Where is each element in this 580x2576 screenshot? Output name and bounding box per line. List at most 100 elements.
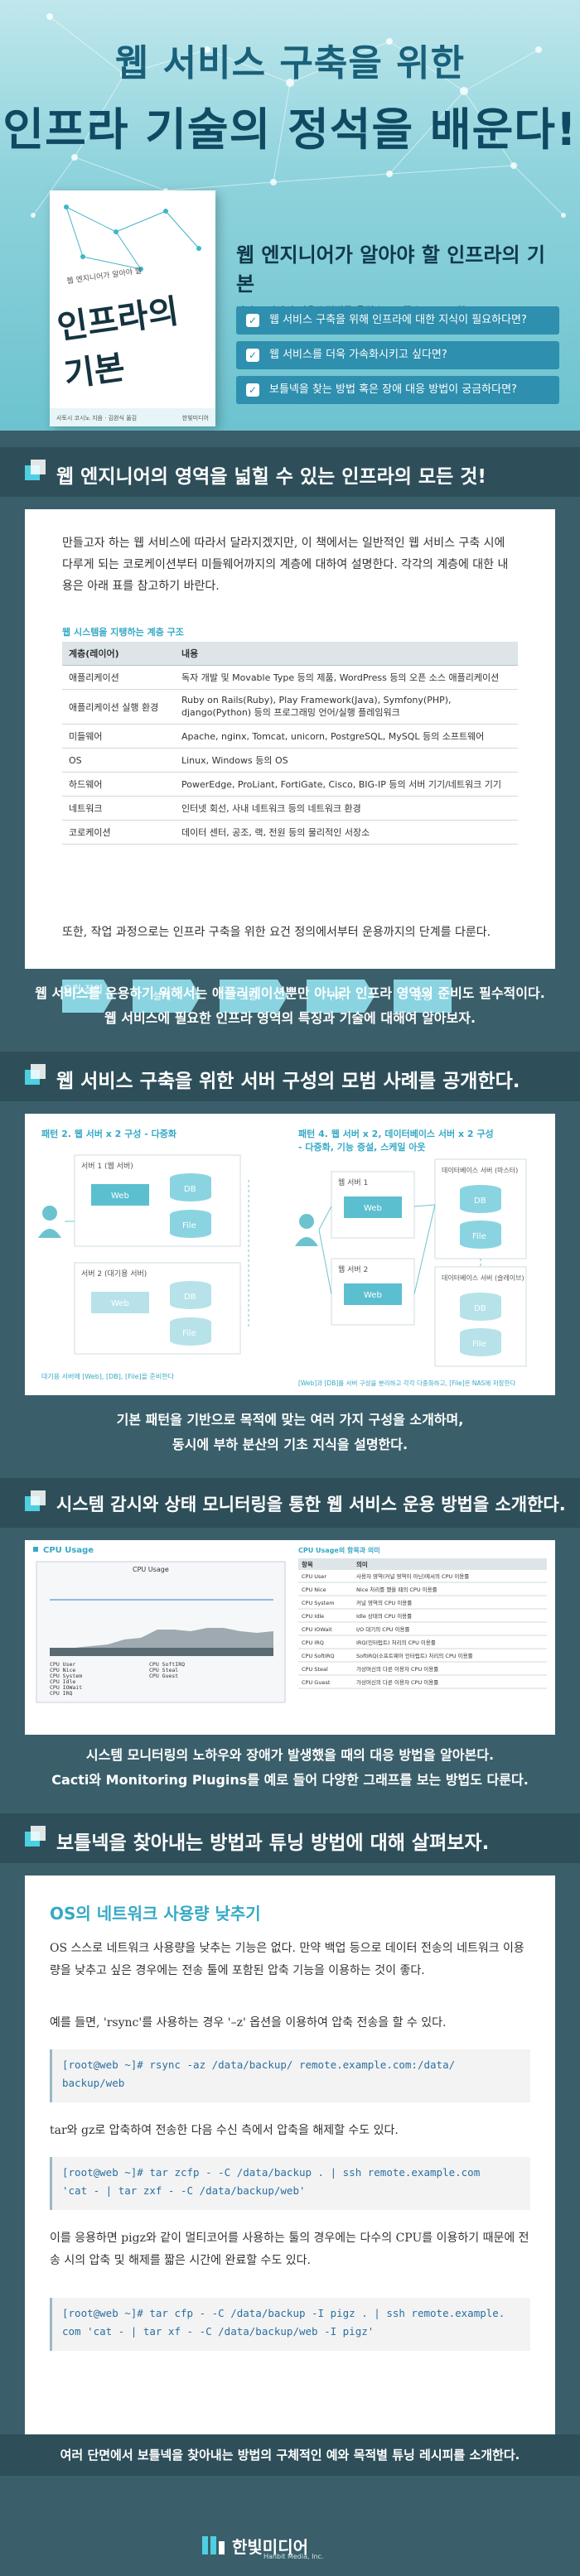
hero-title-line1: 웹 서비스 구축을 위한: [114, 42, 466, 84]
code-line: 'cat - | tar zxf - -C /data/backup/web': [62, 2184, 306, 2197]
web-label: Web: [364, 1291, 382, 1300]
db-slave-box: [434, 1266, 527, 1367]
db-label: DB: [474, 1197, 486, 1206]
server2-label: 서버 2 (대기용 서버): [81, 1269, 147, 1278]
server2-box: [74, 1262, 241, 1355]
hero-banner: 웹 서비스 구축을 위한 인프라 기술의 정석을 배운다! 웹 엔지니어가 알아…: [0, 0, 580, 431]
table-cell: CPU Steal: [302, 1666, 328, 1673]
check-text: 웹 서비스를 더욱 가속화시키고 싶다면?: [269, 349, 447, 361]
database-icon: [170, 1210, 211, 1238]
table-cell: Idle 상태의 CPU 이용률: [356, 1612, 412, 1620]
server1-label: 서버 1 (웹 서버): [81, 1162, 133, 1171]
code-line: [root@web ~]# tar zcfp - -C /data/backup…: [62, 2166, 481, 2179]
cube-icon: [31, 1490, 46, 1505]
database-icon: [170, 1281, 211, 1309]
book-footer: 사토시 코시노 지음 · 김완식 옮김 한빛미디어: [50, 408, 215, 426]
caption-line: Cacti와 Monitoring Plugins를 예로 들어 다양한 그래프…: [51, 1772, 529, 1788]
database-icon: [170, 1317, 211, 1346]
table-cell: CPU Nice: [302, 1587, 326, 1593]
legend-item: CPU System: [50, 1673, 82, 1679]
book-headline: 웹 엔지니어가 알아야 할 인프라의 기본: [236, 243, 545, 296]
book-info: 웹 엔지니어가 알아야 할 인프라의 기본 바바 도시아키 지음 | 김범국 옮…: [236, 238, 559, 317]
arrow-right-icon: [365, 980, 375, 1013]
section3-caption: 시스템 모니터링의 노하우와 장애가 발생했을 때의 대응 방법을 알아본다. …: [0, 1743, 580, 1793]
flow-step: 요건 정의: [62, 980, 104, 1013]
table-cell: Nice 처리를 했을 때의 CPU 이용률: [356, 1586, 437, 1593]
table-cell: Ruby on Rails(Ruby), Play Framework(Java…: [175, 689, 518, 725]
web-node: [91, 1184, 149, 1206]
table-cell: CPU System: [302, 1600, 335, 1606]
web-node: [344, 1283, 402, 1305]
section1-caption: 웹 서비스를 운용하기 위해서는 애플리케이션뿐만 아니라 인프라 영역의 준비…: [0, 981, 580, 1031]
publisher-logo-icon: [202, 2536, 225, 2554]
code-block: [root@web ~]# tar zcfp - -C /data/backup…: [50, 2157, 530, 2210]
process-flow: 요건 정의 설계 조달 구축 운용: [0, 509, 580, 1013]
table-cell: SoftIRQ(소프트웨어 인터럽트) 처리의 CPU 이용률: [356, 1652, 473, 1659]
table-cell: 미들웨어: [62, 724, 175, 749]
web-node: [344, 1197, 402, 1218]
database-icon: [460, 1293, 501, 1321]
section4-caption: 여러 단면에서 보틀넥을 찾아내는 방법의 구체적인 예와 목적별 튜닝 레시피…: [0, 2434, 580, 2476]
legend-item: CPU User: [50, 1661, 75, 1668]
user-icon: [295, 1214, 318, 1246]
caption-line: 시스템 모니터링의 노하우와 장애가 발생했을 때의 대응 방법을 알아본다.: [85, 1747, 495, 1763]
server1-box: [74, 1154, 241, 1247]
left-note: 대기용 서버에 [Web], [DB], [File]을 준비한다: [41, 1372, 175, 1380]
database-icon: [460, 1185, 501, 1213]
table-cell: 가상머신의 다른 이용자 CPU 이용률: [356, 1678, 438, 1686]
cpu-usage-figure: CPU Usage CPU Usage CPU User CPU Nice CP…: [33, 1546, 547, 1703]
book-publisher: 한빛미디어: [181, 415, 209, 421]
caption-line: 웹 서비스에 필요한 인프라 영역의 특징과 기술에 대해여 알아보자.: [104, 1010, 476, 1026]
section1-heading-text: 웹 엔지니어의 영역을 넓힐 수 있는 인프라의 모든 것!: [56, 466, 486, 488]
network-section-title: OS의 네트워크 사용량 낮추기: [50, 1904, 261, 1924]
legend-item: CPU IOWait: [50, 1684, 82, 1691]
book-authors: 사토시 코시노 지음 · 김완식 옮김: [56, 415, 138, 421]
publisher-logo-sub: Hanbit Media, Inc.: [263, 2553, 324, 2560]
table-cell: Linux, Windows 등의 OS: [175, 748, 518, 773]
right-pattern-title2: - 다중화, 기능 증설, 스케일 아웃: [298, 1141, 426, 1153]
legend-item: CPU Guest: [149, 1673, 178, 1679]
table-cell: PowerEdge, ProLiant, FortiGate, Cisco, B…: [175, 772, 518, 797]
right-pattern-title: 패턴 4. 웹 서버 x 2, 데이터베이스 서버 x 2 구성: [298, 1128, 494, 1139]
table-header: 내용: [175, 642, 518, 666]
legend-item: CPU SoftIRQ: [149, 1661, 185, 1668]
file-label: File: [182, 1329, 196, 1338]
check-icon: ✓: [246, 383, 259, 397]
file-label: File: [472, 1232, 486, 1241]
web-server2-label: 웹 서버 2: [338, 1265, 368, 1274]
section1-heading: 웹 엔지니어의 영역을 넓힐 수 있는 인프라의 모든 것!: [0, 447, 580, 497]
cube-icon: [31, 1826, 46, 1841]
table-cell: 인터넷 회선, 사내 네트워크 등의 네트워크 환경: [175, 796, 518, 821]
flow-step: 운용: [394, 980, 452, 1013]
paragraph: 예를 들면, 'rsync'를 사용하는 경우 '–z' 옵션을 이용하여 압축…: [50, 2016, 447, 2030]
code-line: com 'cat - | tar xf - -C /data/backup/we…: [62, 2325, 375, 2338]
section3-panel: CPU Usage CPU Usage CPU User CPU Nice CP…: [25, 1540, 555, 1735]
section3-heading: 시스템 감시와 상태 모니터링을 통한 웹 서비스 운용 방법을 소개한다.: [0, 1478, 580, 1528]
web-label: Web: [364, 1204, 382, 1213]
check-icon: ✓: [246, 349, 259, 362]
database-icon: [170, 1173, 211, 1201]
check-text: 웹 서비스 구축을 위해 인프라에 대한 지식이 필요하다면?: [269, 314, 527, 326]
table-cell: 애플리케이션: [62, 665, 175, 690]
section1-intro: 만들고자 하는 웹 서비스에 따라서 달라지겠지만, 이 책에서는 일반적인 웹…: [62, 537, 509, 593]
book-title: 인프라의 기본: [55, 292, 181, 395]
section2-heading-text: 웹 서비스 구축을 위한 서버 구성의 모범 사례를 공개한다.: [56, 1071, 520, 1092]
flow-step: 설계: [133, 980, 191, 1013]
db-label: DB: [184, 1293, 196, 1302]
table-cell: 네트워크: [62, 796, 175, 821]
check-item: ✓보틀넥을 찾는 방법 혹은 장애 대응 방법이 궁금하다면?: [236, 376, 559, 404]
section4-heading-text: 보틀넥을 찾아내는 방법과 튜닝 방법에 대해 살펴보자.: [56, 1832, 490, 1854]
section1-panel: 만들고자 하는 웹 서비스에 따라서 달라지겠지만, 이 책에서는 일반적인 웹…: [25, 509, 555, 969]
check-item: ✓ 웹 서비스를 더욱 가속화시키고 싶다면?: [236, 341, 559, 369]
left-pattern-title: 패턴 2. 웹 서버 x 2 구성 - 다중화: [41, 1128, 176, 1139]
cpu-chart-title: CPU Usage: [43, 1546, 94, 1555]
cube-icon: [31, 460, 46, 474]
table-cell: IRQ(인터럽트) 처리의 CPU 이용률: [356, 1639, 436, 1646]
